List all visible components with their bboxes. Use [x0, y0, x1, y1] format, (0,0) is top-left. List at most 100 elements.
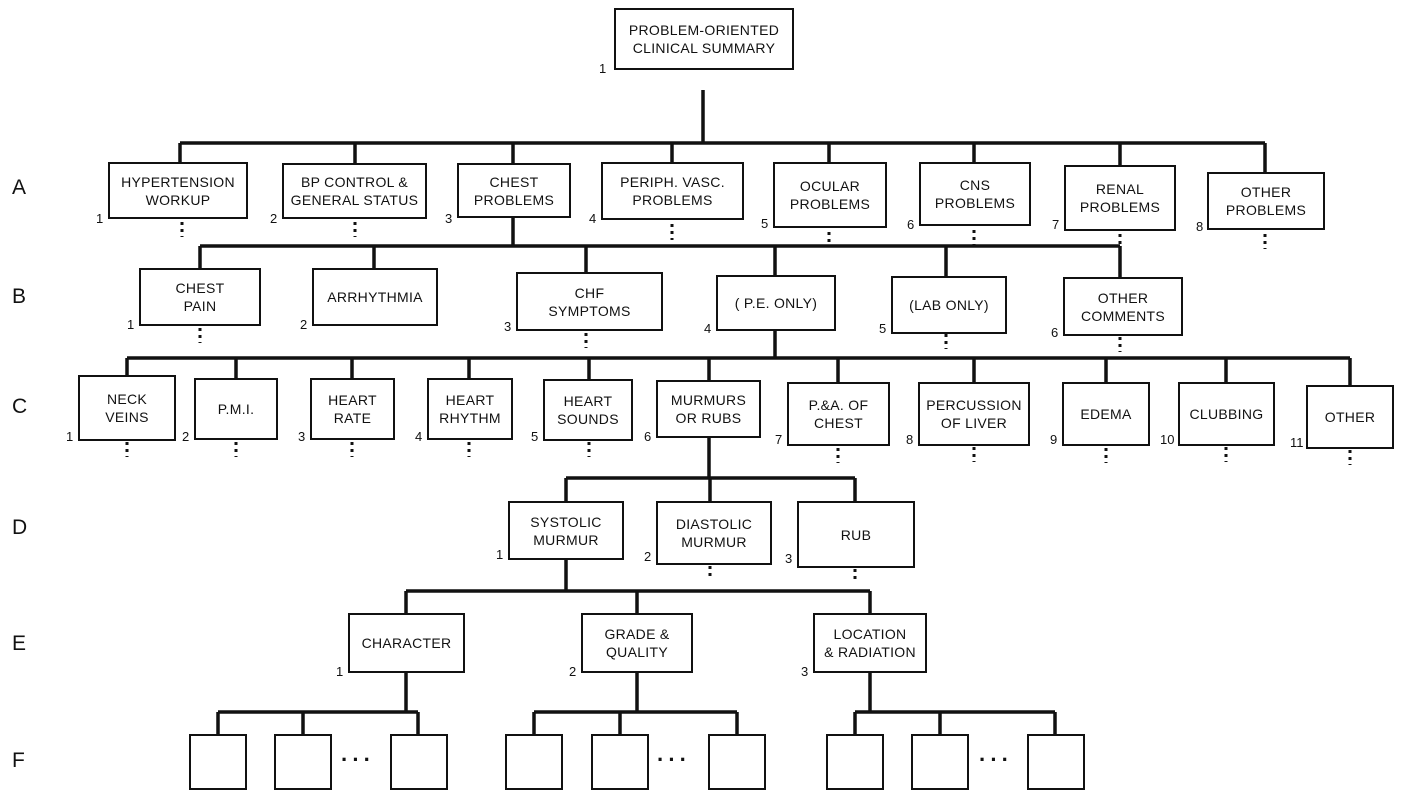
- node-a-number: 5: [761, 216, 769, 231]
- node-b-label: ARRHYTHMIA: [327, 289, 423, 305]
- node-a-number: 7: [1052, 217, 1060, 232]
- node-c-label: OTHER: [1324, 409, 1376, 425]
- node-b-number: 3: [504, 319, 512, 334]
- node-a-label: OCULAR PROBLEMS: [789, 178, 871, 212]
- node-e-location-radiation: LOCATION & RADIATION: [813, 613, 927, 673]
- node-c-heart-rhythm: HEART RHYTHM: [427, 378, 513, 440]
- node-c-number: 5: [531, 429, 539, 444]
- node-a-number: 8: [1196, 219, 1204, 234]
- node-a-label: OTHER PROBLEMS: [1225, 184, 1307, 218]
- node-c-label: MURMURS OR RUBS: [670, 392, 747, 426]
- node-a-chest-problems: CHEST PROBLEMS: [457, 163, 571, 218]
- node-c-label: HEART RATE: [328, 392, 377, 426]
- node-b-number: 2: [300, 317, 308, 332]
- node-f-blank: [911, 734, 969, 790]
- node-a-label: BP CONTROL & GENERAL STATUS: [290, 174, 419, 208]
- node-c-number: 6: [644, 429, 652, 444]
- node-b-number: 4: [704, 321, 712, 336]
- level-label-c: C: [12, 395, 28, 418]
- node-c-label: CLUBBING: [1189, 406, 1264, 422]
- node-c-number: 3: [298, 429, 306, 444]
- level-label-a: A: [12, 176, 27, 199]
- node-e-label: GRADE & QUALITY: [604, 626, 670, 660]
- node-e-label: LOCATION & RADIATION: [824, 626, 916, 660]
- node-f-blank: [708, 734, 766, 790]
- node-c-label: P.M.I.: [217, 401, 255, 417]
- node-c-number: 7: [775, 432, 783, 447]
- node-e-number: 1: [336, 664, 344, 679]
- node-c-edema: EDEMA: [1062, 382, 1150, 446]
- node-a-number: 4: [589, 211, 597, 226]
- node-c-number: 10: [1160, 432, 1175, 447]
- node-a-label: CNS PROBLEMS: [934, 177, 1016, 211]
- node-f-blank: [591, 734, 649, 790]
- node-a-label: HYPERTENSION WORKUP: [121, 173, 235, 208]
- node-d-label: SYSTOLIC MURMUR: [530, 513, 602, 548]
- node-c-heart-rate: HEART RATE: [310, 378, 395, 440]
- node-a-number: 6: [907, 217, 915, 232]
- node-e-number: 3: [801, 664, 809, 679]
- node-e-grade-quality: GRADE & QUALITY: [581, 613, 693, 673]
- node-a-label: RENAL PROBLEMS: [1079, 181, 1161, 215]
- node-c-number: 1: [66, 429, 74, 444]
- level-label-f: F: [12, 749, 25, 772]
- node-c-label: HEART RHYTHM: [439, 392, 501, 426]
- ellipsis: ···: [979, 747, 1013, 772]
- node-c-number: 9: [1050, 432, 1058, 447]
- node-c-number: 2: [182, 429, 190, 444]
- node-c-other: OTHER: [1306, 385, 1394, 449]
- node-b-number: 5: [879, 321, 887, 336]
- node-a-number: 2: [270, 211, 278, 226]
- node-b-number: 1: [127, 317, 135, 332]
- node-c-pmi: P.M.I.: [194, 378, 278, 440]
- node-e-label: CHARACTER: [361, 635, 452, 651]
- node-a-bp-control: BP CONTROL & GENERAL STATUS: [282, 163, 427, 219]
- node-a-number: 3: [445, 211, 453, 226]
- node-f-blank: [505, 734, 563, 790]
- node-c-number: 11: [1290, 435, 1304, 450]
- node-d-number: 1: [496, 547, 504, 562]
- node-f-blank: [390, 734, 448, 790]
- node-b-label: CHEST PAIN: [175, 280, 225, 314]
- node-c-heart-sounds: HEART SOUNDS: [543, 379, 633, 441]
- node-b-number: 6: [1051, 325, 1059, 340]
- node-d-number: 2: [644, 549, 652, 564]
- node-a-number: 1: [96, 211, 104, 226]
- node-c-pa-of-chest: P.&A. OF CHEST: [787, 382, 890, 446]
- node-d-systolic-murmur: SYSTOLIC MURMUR: [508, 501, 624, 560]
- node-c-number: 4: [415, 429, 423, 444]
- node-a-periph-vasc: PERIPH. VASC. PROBLEMS: [601, 162, 744, 220]
- level-label-e: E: [12, 632, 27, 655]
- node-f-blank: [274, 734, 332, 790]
- node-c-percussion-of-liver: PERCUSSION OF LIVER: [918, 382, 1030, 446]
- node-c-clubbing: CLUBBING: [1178, 382, 1275, 446]
- node-c-label: NECK VEINS: [105, 391, 149, 425]
- node-b-chest-pain: CHEST PAIN: [139, 268, 261, 326]
- node-c-murmurs-or-rubs: MURMURS OR RUBS: [656, 380, 761, 438]
- node-b-label: ( P.E. ONLY): [734, 295, 818, 311]
- node-c-label: HEART SOUNDS: [557, 393, 619, 427]
- ellipsis: ···: [657, 747, 691, 772]
- level-label-b: B: [12, 285, 27, 308]
- node-root-label: PROBLEM-ORIENTED CLINICAL SUMMARY: [628, 22, 780, 56]
- node-b-lab-only: (LAB ONLY): [891, 276, 1007, 334]
- ellipsis: ···: [341, 747, 375, 772]
- node-c-neck-veins: NECK VEINS: [78, 375, 176, 441]
- node-root-number: 1: [599, 61, 607, 76]
- node-a-hypertension-workup: HYPERTENSION WORKUP: [108, 162, 248, 219]
- node-b-label: (LAB ONLY): [909, 297, 989, 313]
- node-d-number: 3: [785, 551, 793, 566]
- node-b-other-comments: OTHER COMMENTS: [1063, 277, 1183, 336]
- node-f-blank: [826, 734, 884, 790]
- node-e-number: 2: [569, 664, 577, 679]
- level-label-d: D: [12, 516, 28, 539]
- node-b-arrhythmia: ARRHYTHMIA: [312, 268, 438, 326]
- node-e-character: CHARACTER: [348, 613, 465, 673]
- node-a-cns-problems: CNS PROBLEMS: [919, 162, 1031, 226]
- node-d-label: DIASTOLIC MURMUR: [675, 516, 753, 550]
- node-b-label: CHF SYMPTOMS: [548, 284, 631, 319]
- node-a-ocular-problems: OCULAR PROBLEMS: [773, 162, 887, 228]
- node-b-pe-only: ( P.E. ONLY): [716, 275, 836, 331]
